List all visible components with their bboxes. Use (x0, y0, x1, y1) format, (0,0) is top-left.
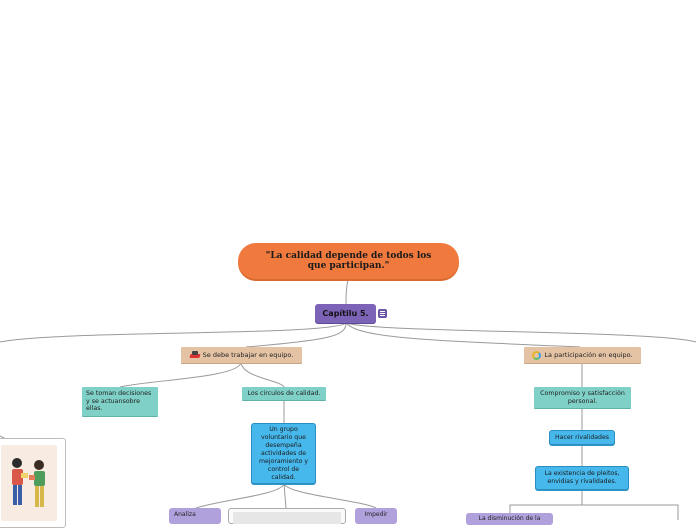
topic-label: Un grupo voluntario que desempeña activi… (259, 425, 308, 481)
topic-label: La disminución de la (478, 515, 541, 522)
topic-pleitos-envidias[interactable]: La existencia de pleitos, envidias y riv… (535, 466, 629, 490)
topic-hacer-rivalidades[interactable]: Hacer rivalidades (549, 430, 615, 445)
topic-label: Los circulos de calidad. (247, 389, 321, 397)
topic-label: Hacer rivalidades (555, 433, 609, 441)
topic-analiza[interactable]: Analiza (169, 508, 221, 524)
people-illustration (12, 458, 45, 507)
topic-decisiones[interactable]: Se toman decisiones y se actuansobre ell… (82, 387, 158, 416)
circle-arrows-icon (532, 350, 542, 360)
branch-label: La participación en equipo. (544, 351, 633, 359)
topic-impedir[interactable]: Impedir (355, 508, 397, 524)
image-attachment-people[interactable] (0, 438, 66, 528)
root-topic[interactable]: "La calidad depende de todos los que par… (238, 243, 459, 279)
branch-trabajar-en-equipo[interactable]: Se debe trabajar en equipo. (181, 347, 302, 363)
topic-disminucion[interactable]: La disminución de la (466, 513, 553, 525)
topic-compromiso[interactable]: Compromiso y satisfacción personal. (534, 387, 631, 408)
topic-circulos-calidad[interactable]: Los circulos de calidad. (242, 387, 326, 400)
branch-label: Se debe trabajar en equipo. (202, 351, 294, 359)
photo-placeholder (233, 512, 341, 524)
topic-label: Impedir (364, 511, 388, 518)
image-attachment[interactable] (228, 508, 346, 524)
chapter-topic[interactable]: Capítilu 5. (315, 304, 376, 323)
topic-label: Compromiso y satisfacción personal. (540, 390, 625, 405)
topic-label: La existencia de pleitos, envidias y riv… (544, 470, 620, 485)
branch-participacion-en-equipo[interactable]: La participación en equipo. (524, 347, 641, 363)
topic-label: Se toman decisiones y se actuansobre ell… (86, 390, 152, 413)
chapter-label: Capítilu 5. (322, 309, 369, 318)
notes-icon[interactable] (378, 309, 387, 318)
illustration-background (1, 445, 57, 521)
book-icon (190, 350, 200, 360)
topic-label: Analiza (174, 511, 196, 518)
root-title: "La calidad depende de todos los que par… (265, 251, 432, 271)
topic-grupo-voluntario[interactable]: Un grupo voluntario que desempeña activi… (251, 423, 316, 484)
